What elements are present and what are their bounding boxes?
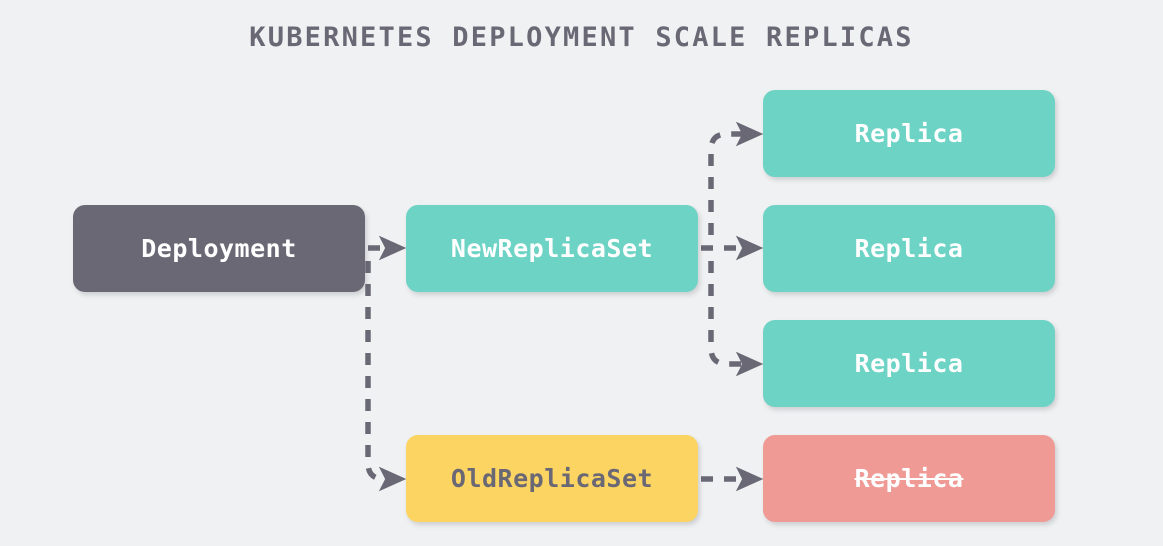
node-deployment-label: Deployment — [141, 234, 297, 263]
node-replica-3-label: Replica — [854, 349, 964, 378]
node-old-replicaset-label: OldReplicaSet — [450, 464, 654, 493]
node-replica-4-label: Replica — [854, 464, 964, 493]
node-replica-3[interactable]: Replica — [763, 320, 1055, 407]
edge-newreplicaset-to-replica-1 — [708, 121, 764, 235]
node-old-replicaset[interactable]: OldReplicaSet — [406, 435, 698, 522]
edge-deployment-to-oldreplicaset — [365, 261, 407, 492]
node-replica-1[interactable]: Replica — [763, 90, 1055, 177]
node-replica-2[interactable]: Replica — [763, 205, 1055, 292]
node-replica-4-terminating[interactable]: Replica — [763, 435, 1055, 522]
edge-newreplicaset-to-replica-3 — [708, 261, 764, 377]
node-new-replicaset-label: NewReplicaSet — [450, 234, 654, 263]
page-title: KUBERNETES DEPLOYMENT SCALE REPLICAS — [249, 22, 914, 53]
node-replica-1-label: Replica — [854, 119, 964, 148]
node-new-replicaset[interactable]: NewReplicaSet — [406, 205, 698, 292]
node-deployment[interactable]: Deployment — [73, 205, 365, 292]
node-replica-2-label: Replica — [854, 234, 964, 263]
